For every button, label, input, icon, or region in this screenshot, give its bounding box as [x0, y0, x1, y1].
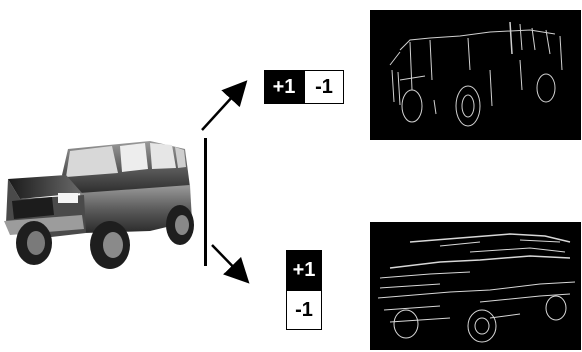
kernel-vertical-negative: -1 [286, 290, 322, 330]
divider-line [204, 138, 207, 266]
vertical-edge-response-image [370, 10, 581, 140]
kernel-vertical-positive: +1 [286, 250, 322, 290]
arrow-up-icon [201, 80, 248, 131]
arrow-down-icon [211, 244, 250, 284]
horizontal-edge-response-image [370, 222, 581, 350]
kernel-horizontal-positive: +1 [264, 70, 304, 104]
suv-image [4, 141, 194, 269]
kernel-horizontal-negative: -1 [304, 70, 344, 104]
